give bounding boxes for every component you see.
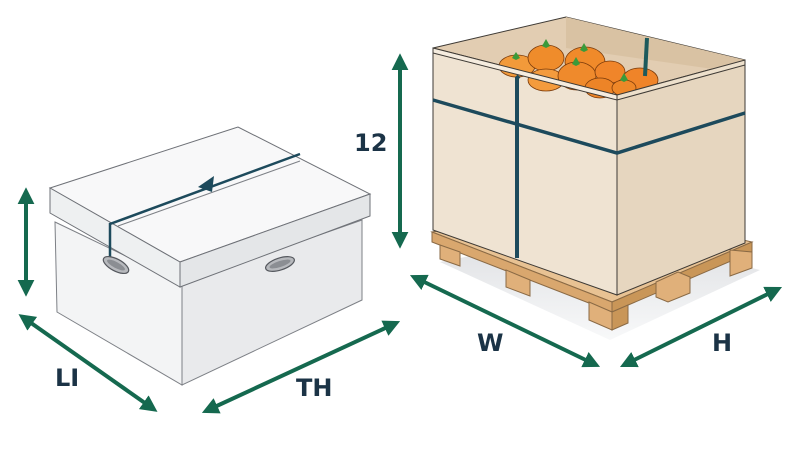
crate-depth-arrow [619,286,783,368]
pallet-crate [430,16,760,340]
label-crate-height: 12 [354,129,388,157]
handle-cutout-icon [102,255,130,275]
white-storage-box [48,126,372,386]
label-white-box-length: LI [55,364,80,392]
strap-vertical [515,74,521,258]
white-box-length-arrow [18,314,158,412]
tomato-stem-icon [512,39,628,82]
strap-line [108,152,301,258]
label-crate-depth: H [712,329,733,357]
white-box-depth-arrow [201,320,401,414]
strap-arrow-icon [198,176,214,192]
label-crate-width: W [477,329,504,357]
handle-cutout-icon [265,256,295,272]
strap-horizontal [432,98,746,155]
label-white-box-depth: TH [296,374,333,402]
crate-width-arrow [409,274,601,368]
